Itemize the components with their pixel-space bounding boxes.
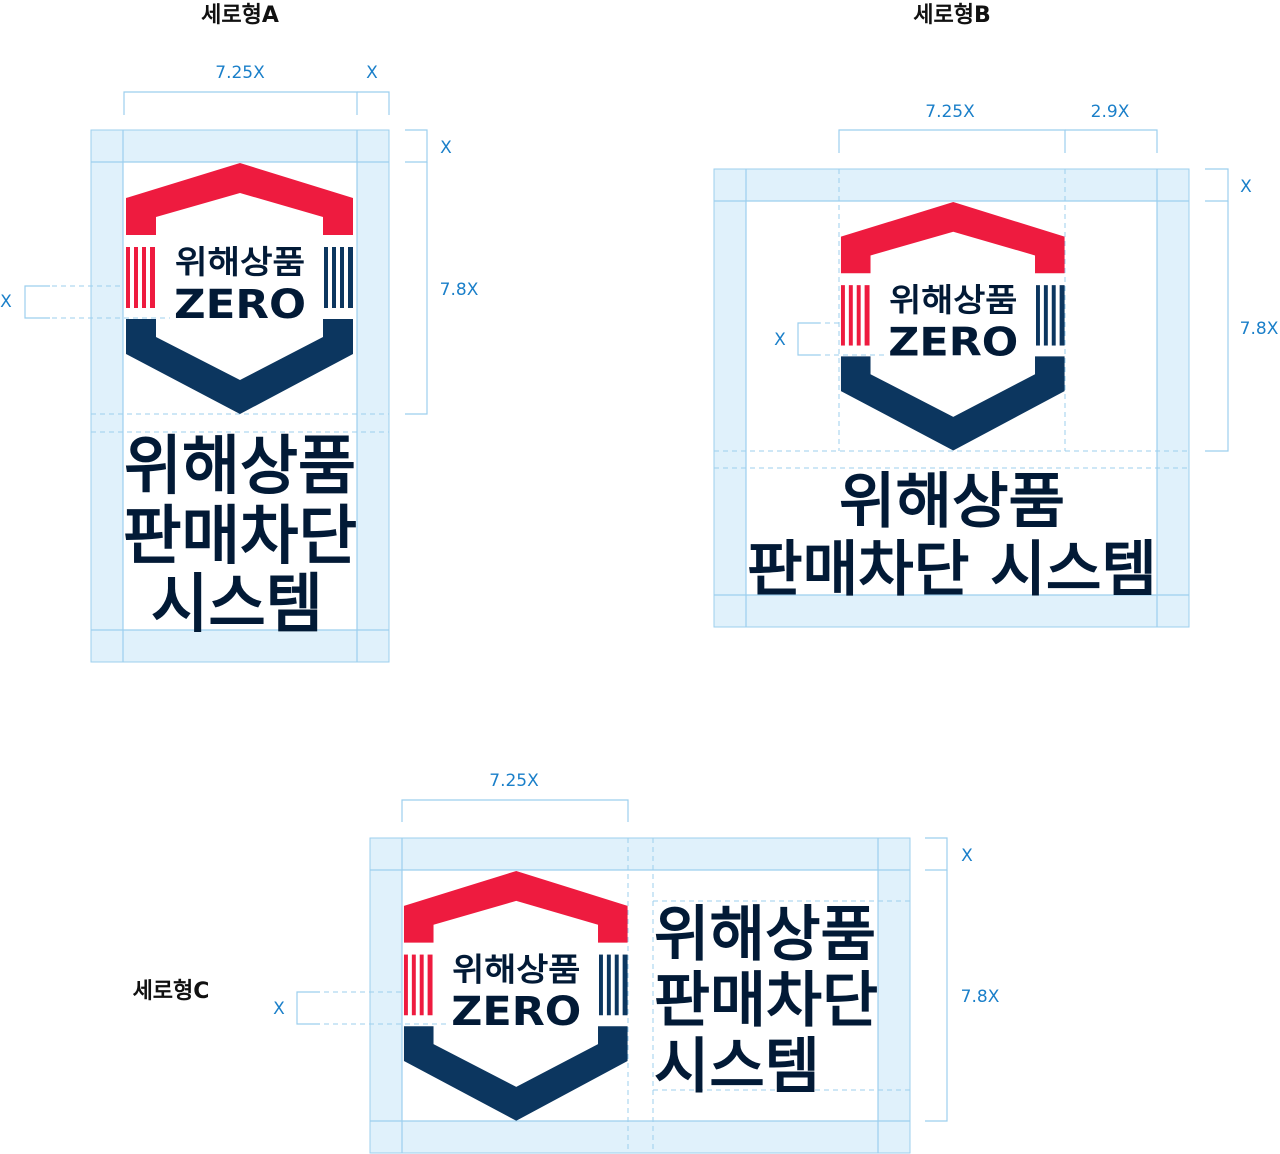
wordmark-line: 위해상품 [654, 900, 876, 970]
shield-shape [126, 163, 353, 414]
dim-label-top: X [961, 846, 973, 866]
logo-text-korean: 위해상품 [889, 283, 1017, 319]
dim-label-side: 2.9X [1091, 102, 1130, 122]
dim-label-gap: X [774, 330, 786, 350]
dim-label-height: 7.8X [440, 280, 479, 300]
dim-label-height: 7.8X [961, 987, 1000, 1007]
dim-label-top: X [1240, 177, 1252, 197]
dim-label-gap: X [273, 999, 285, 1019]
shield-shape [840, 201, 1065, 451]
logo-text-zero: ZERO [888, 319, 1018, 365]
dim-label-width: 7.25X [489, 771, 539, 791]
wordmark-line: 위해상품 [124, 430, 356, 504]
logo-text-korean: 위해상품 [452, 952, 580, 988]
logo-text-korean: 위해상품 [175, 243, 305, 281]
dim-label-height: 7.8X [1240, 319, 1279, 339]
dim-label-top: X [440, 138, 452, 158]
dim-label-width: 7.25X [215, 63, 265, 83]
variant-b-title: 세로형B [913, 3, 991, 28]
wordmark-line: 위해상품 [839, 467, 1065, 537]
variant-c-title: 세로형C [133, 979, 210, 1004]
dim-label-margin: X [366, 63, 378, 83]
logo-text-zero: ZERO [174, 282, 306, 328]
shield-shape [403, 870, 628, 1121]
wordmark-line: 판매차단 [654, 966, 878, 1036]
wordmark-line: 시스템 [151, 568, 323, 642]
dim-label-width: 7.25X [925, 102, 975, 122]
variant-a-title: 세로형A [201, 3, 279, 28]
logo-text-zero: ZERO [451, 989, 581, 1035]
dim-label-gap: X [0, 292, 12, 312]
wordmark-line: 시스템 [654, 1032, 820, 1102]
wordmark-line: 판매차단 시스템 [747, 535, 1157, 605]
wordmark-line: 판매차단 [123, 500, 357, 574]
